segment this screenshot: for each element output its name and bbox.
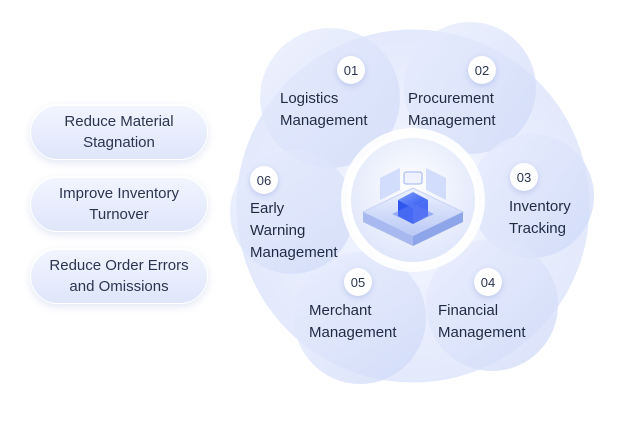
- module-label-line: Procurement: [408, 90, 494, 107]
- benefit-text: Stagnation: [83, 134, 155, 151]
- segment-disc-04: [426, 239, 558, 371]
- module-label-merchant: Merchant Management: [309, 300, 397, 344]
- benefit-text: Improve Inventory: [58, 185, 180, 202]
- module-label-line: Early: [250, 200, 285, 217]
- module-label-early-warning: Early Warning Management: [250, 198, 338, 264]
- benefit-pill-order-errors: Reduce Order Errors and Omissions: [30, 248, 208, 304]
- module-label-line: Inventory: [509, 198, 571, 215]
- segment-disc-01: [260, 28, 400, 168]
- module-number-badge-03: 03: [510, 163, 538, 191]
- module-label-line: Management: [309, 324, 397, 341]
- segment-disc-02: [404, 22, 536, 154]
- module-label-line: Logistics: [280, 90, 339, 107]
- module-label-inventory: Inventory Tracking: [509, 196, 571, 240]
- module-label-line: Management: [438, 324, 526, 341]
- module-label-line: Management: [408, 112, 496, 129]
- module-label-line: Tracking: [509, 220, 566, 237]
- benefit-text: Reduce Material: [64, 113, 174, 130]
- benefit-pill-material-stagnation: Reduce Material Stagnation: [30, 104, 208, 160]
- module-number-badge-04: 04: [474, 268, 502, 296]
- benefit-text: Turnover: [89, 206, 149, 223]
- module-number-badge-02: 02: [468, 56, 496, 84]
- benefit-text: and Omissions: [69, 278, 169, 295]
- module-label-line: Management: [280, 112, 368, 129]
- module-number-badge-06: 06: [250, 166, 278, 194]
- module-label-line: Financial: [438, 302, 499, 319]
- warehouse-platform-icon: [361, 168, 465, 246]
- module-label-logistics: Logistics Management: [280, 88, 368, 132]
- module-number-badge-01: 01: [337, 56, 365, 84]
- module-label-financial: Financial Management: [438, 300, 526, 344]
- module-label-line: Warning: [250, 222, 306, 239]
- module-label-line: Management: [250, 244, 338, 261]
- benefit-pill-inventory-turnover: Improve Inventory Turnover: [30, 176, 208, 232]
- segment-disc-05: [294, 252, 426, 384]
- module-number-badge-05: 05: [344, 268, 372, 296]
- benefit-text: Reduce Order Errors: [49, 257, 189, 274]
- module-label-line: Merchant: [309, 302, 372, 319]
- module-label-procurement: Procurement Management: [408, 88, 496, 132]
- segment-disc-03: [470, 134, 594, 258]
